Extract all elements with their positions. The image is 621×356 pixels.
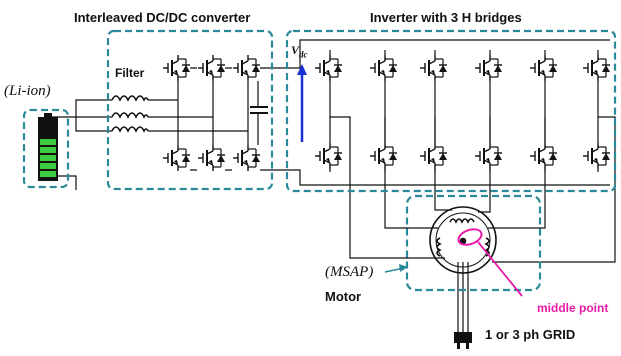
phase-wire-1	[330, 116, 445, 259]
inverter-title: Inverter with 3 H bridges	[370, 10, 522, 25]
msap-pointer	[384, 264, 408, 273]
igbt-switch-icon	[232, 55, 260, 81]
igbt-switch-icon	[474, 143, 502, 169]
dc-link-bottom	[258, 169, 610, 186]
inductor-icon	[111, 95, 149, 102]
dc-link-top	[258, 39, 610, 69]
wire-battery-low	[75, 117, 112, 132]
igbt-switch-icon	[369, 55, 397, 81]
converter-title: Interleaved DC/DC converter	[74, 10, 251, 25]
middle-point-marker	[457, 228, 523, 297]
igbt-switch-icon	[582, 143, 610, 169]
grid-label: 1 or 3 ph GRID	[485, 327, 576, 342]
motor-label: Motor	[325, 289, 362, 304]
motor-icon	[429, 206, 497, 274]
middle-point-label: middle point	[537, 301, 609, 315]
plug-icon	[454, 332, 472, 349]
igbt-switch-icon	[474, 55, 502, 81]
battery-icon	[38, 113, 58, 181]
phase-wire-5	[488, 117, 546, 229]
filter-label: Filter	[115, 66, 145, 80]
converter-box	[106, 29, 274, 191]
inductor-icon	[111, 112, 149, 119]
igbt-switch-icon	[197, 145, 225, 171]
igbt-switch-icon	[419, 55, 447, 81]
igbt-switch-icon	[162, 145, 190, 171]
inductor-icon	[111, 126, 149, 133]
battery-label: (Li-ion)	[4, 83, 51, 99]
igbt-switch-icon	[232, 145, 260, 171]
wire-battery-top	[48, 99, 112, 118]
igbt-switch-icon	[314, 143, 342, 169]
grid-cable	[457, 262, 469, 338]
vdc-arrow	[297, 64, 307, 142]
igbt-switch-icon	[419, 143, 447, 169]
igbt-switch-icon	[197, 55, 225, 81]
inverter-box	[285, 29, 617, 193]
battery-box	[22, 108, 70, 189]
igbt-switch-icon	[529, 143, 557, 169]
phase-wire-2	[384, 117, 438, 229]
igbt-switch-icon	[314, 55, 342, 81]
motor-box	[405, 194, 542, 292]
igbt-switch-icon	[369, 143, 397, 169]
phase-wire-6	[492, 116, 616, 263]
igbt-switch-icon	[529, 55, 557, 81]
motor-type-label: (MSAP)	[325, 264, 374, 280]
igbt-switch-icon	[582, 55, 610, 81]
igbt-switch-icon	[162, 55, 190, 81]
vdc-label: Vdc	[291, 43, 308, 60]
